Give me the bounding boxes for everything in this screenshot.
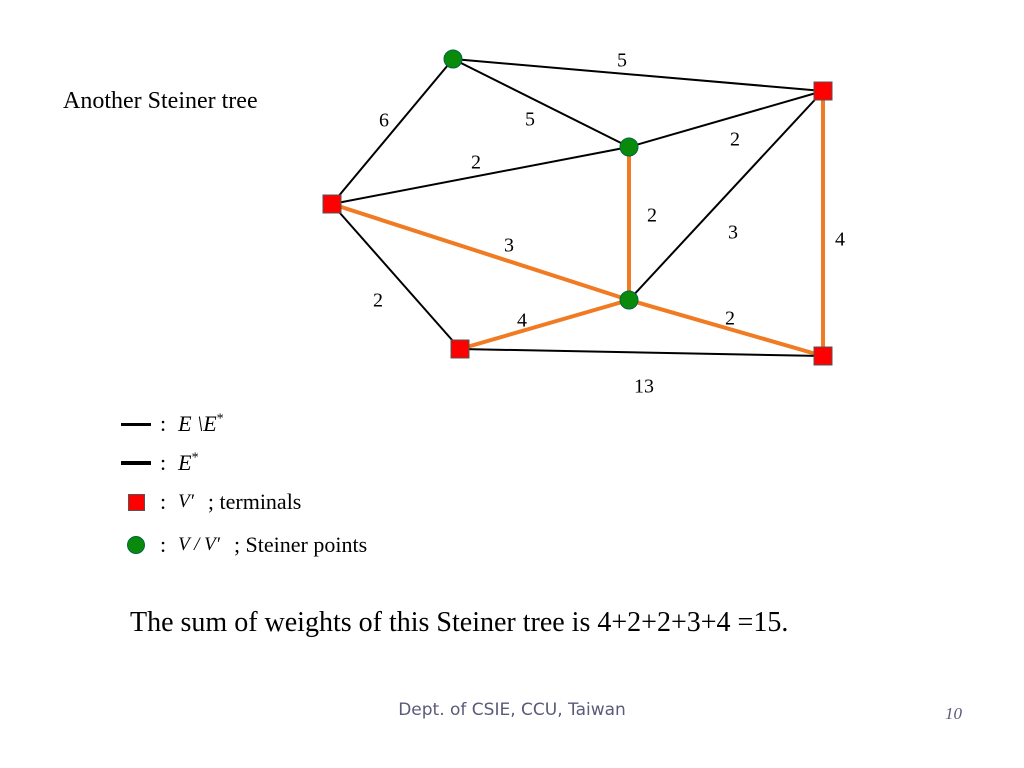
edge-weight-label: 13 bbox=[634, 376, 654, 398]
legend-colon: : bbox=[160, 489, 167, 514]
edge-weight-label: 3 bbox=[728, 222, 738, 244]
footer-text: Dept. of CSIE, CCU, Taiwan bbox=[398, 700, 626, 720]
legend-steiner-symbol: V / V′ bbox=[178, 534, 220, 555]
edge-weight-label: 2 bbox=[647, 205, 657, 227]
edge-weight-label: 2 bbox=[725, 308, 735, 330]
page-number: 10 bbox=[945, 704, 962, 723]
edge-A-C bbox=[452, 58, 630, 148]
green-circle-icon bbox=[127, 536, 145, 554]
legend-colon: : bbox=[160, 450, 167, 475]
tree-edge-F-E bbox=[459, 298, 630, 351]
legend-tree-edge-set: E* bbox=[178, 450, 199, 475]
black-line-icon bbox=[121, 422, 151, 426]
weight-sum-text: The sum of weights of this Steiner tree … bbox=[130, 607, 789, 638]
legend-row-steiner-points: : V / V′ ; Steiner points bbox=[118, 528, 367, 562]
legend-terminal-text: ; terminals bbox=[207, 489, 302, 514]
edge-A-D bbox=[331, 58, 454, 205]
legend-edge-set-difference: E \E* bbox=[178, 411, 224, 436]
edge-weight-label: 3 bbox=[504, 235, 514, 257]
terminal-node-B bbox=[813, 81, 833, 101]
legend-steiner-text: ; Steiner points bbox=[233, 532, 368, 557]
edge-weight-label: 2 bbox=[373, 290, 383, 312]
legend-row-terminals: : V′ ; terminals bbox=[118, 485, 301, 519]
legend-terminal-symbol: V′ bbox=[178, 491, 194, 512]
steiner-node-C bbox=[619, 137, 639, 157]
edge-E-B bbox=[628, 90, 824, 301]
legend-row-edges-in-tree: : E* bbox=[118, 446, 199, 480]
edge-D-C bbox=[331, 146, 630, 205]
terminal-node-G bbox=[813, 346, 833, 366]
edge-weight-label: 2 bbox=[471, 152, 481, 174]
edge-C-B bbox=[628, 90, 824, 148]
page-title: Another Steiner tree bbox=[63, 88, 258, 114]
legend-row-edges-not-in-tree: : E \E* bbox=[118, 407, 224, 441]
steiner-graph: 5 5 6 2 2 2 3 4 3 2 4 2 13 bbox=[322, 49, 845, 398]
edge-weight-label: 6 bbox=[379, 110, 389, 132]
edge-weight-label: 5 bbox=[617, 50, 627, 72]
red-square-icon bbox=[127, 493, 145, 511]
terminal-node-F bbox=[450, 339, 470, 359]
tree-edge-D-E bbox=[331, 202, 630, 302]
terminal-node-D bbox=[322, 194, 342, 214]
edge-weight-label: 2 bbox=[730, 129, 740, 151]
steiner-node-E bbox=[619, 290, 639, 310]
edge-D-F bbox=[331, 203, 461, 350]
edge-weight-label: 4 bbox=[517, 310, 527, 332]
edge-F-G bbox=[459, 348, 824, 357]
steiner-node-A bbox=[443, 49, 463, 69]
edge-weight-label: 4 bbox=[835, 229, 845, 251]
legend-colon: : bbox=[160, 532, 167, 557]
edge-A-B bbox=[452, 58, 824, 92]
orange-line-icon bbox=[121, 461, 151, 465]
legend-colon: : bbox=[160, 411, 167, 436]
tree-edge-E-G bbox=[628, 298, 824, 358]
edge-weight-label: 5 bbox=[525, 109, 535, 131]
